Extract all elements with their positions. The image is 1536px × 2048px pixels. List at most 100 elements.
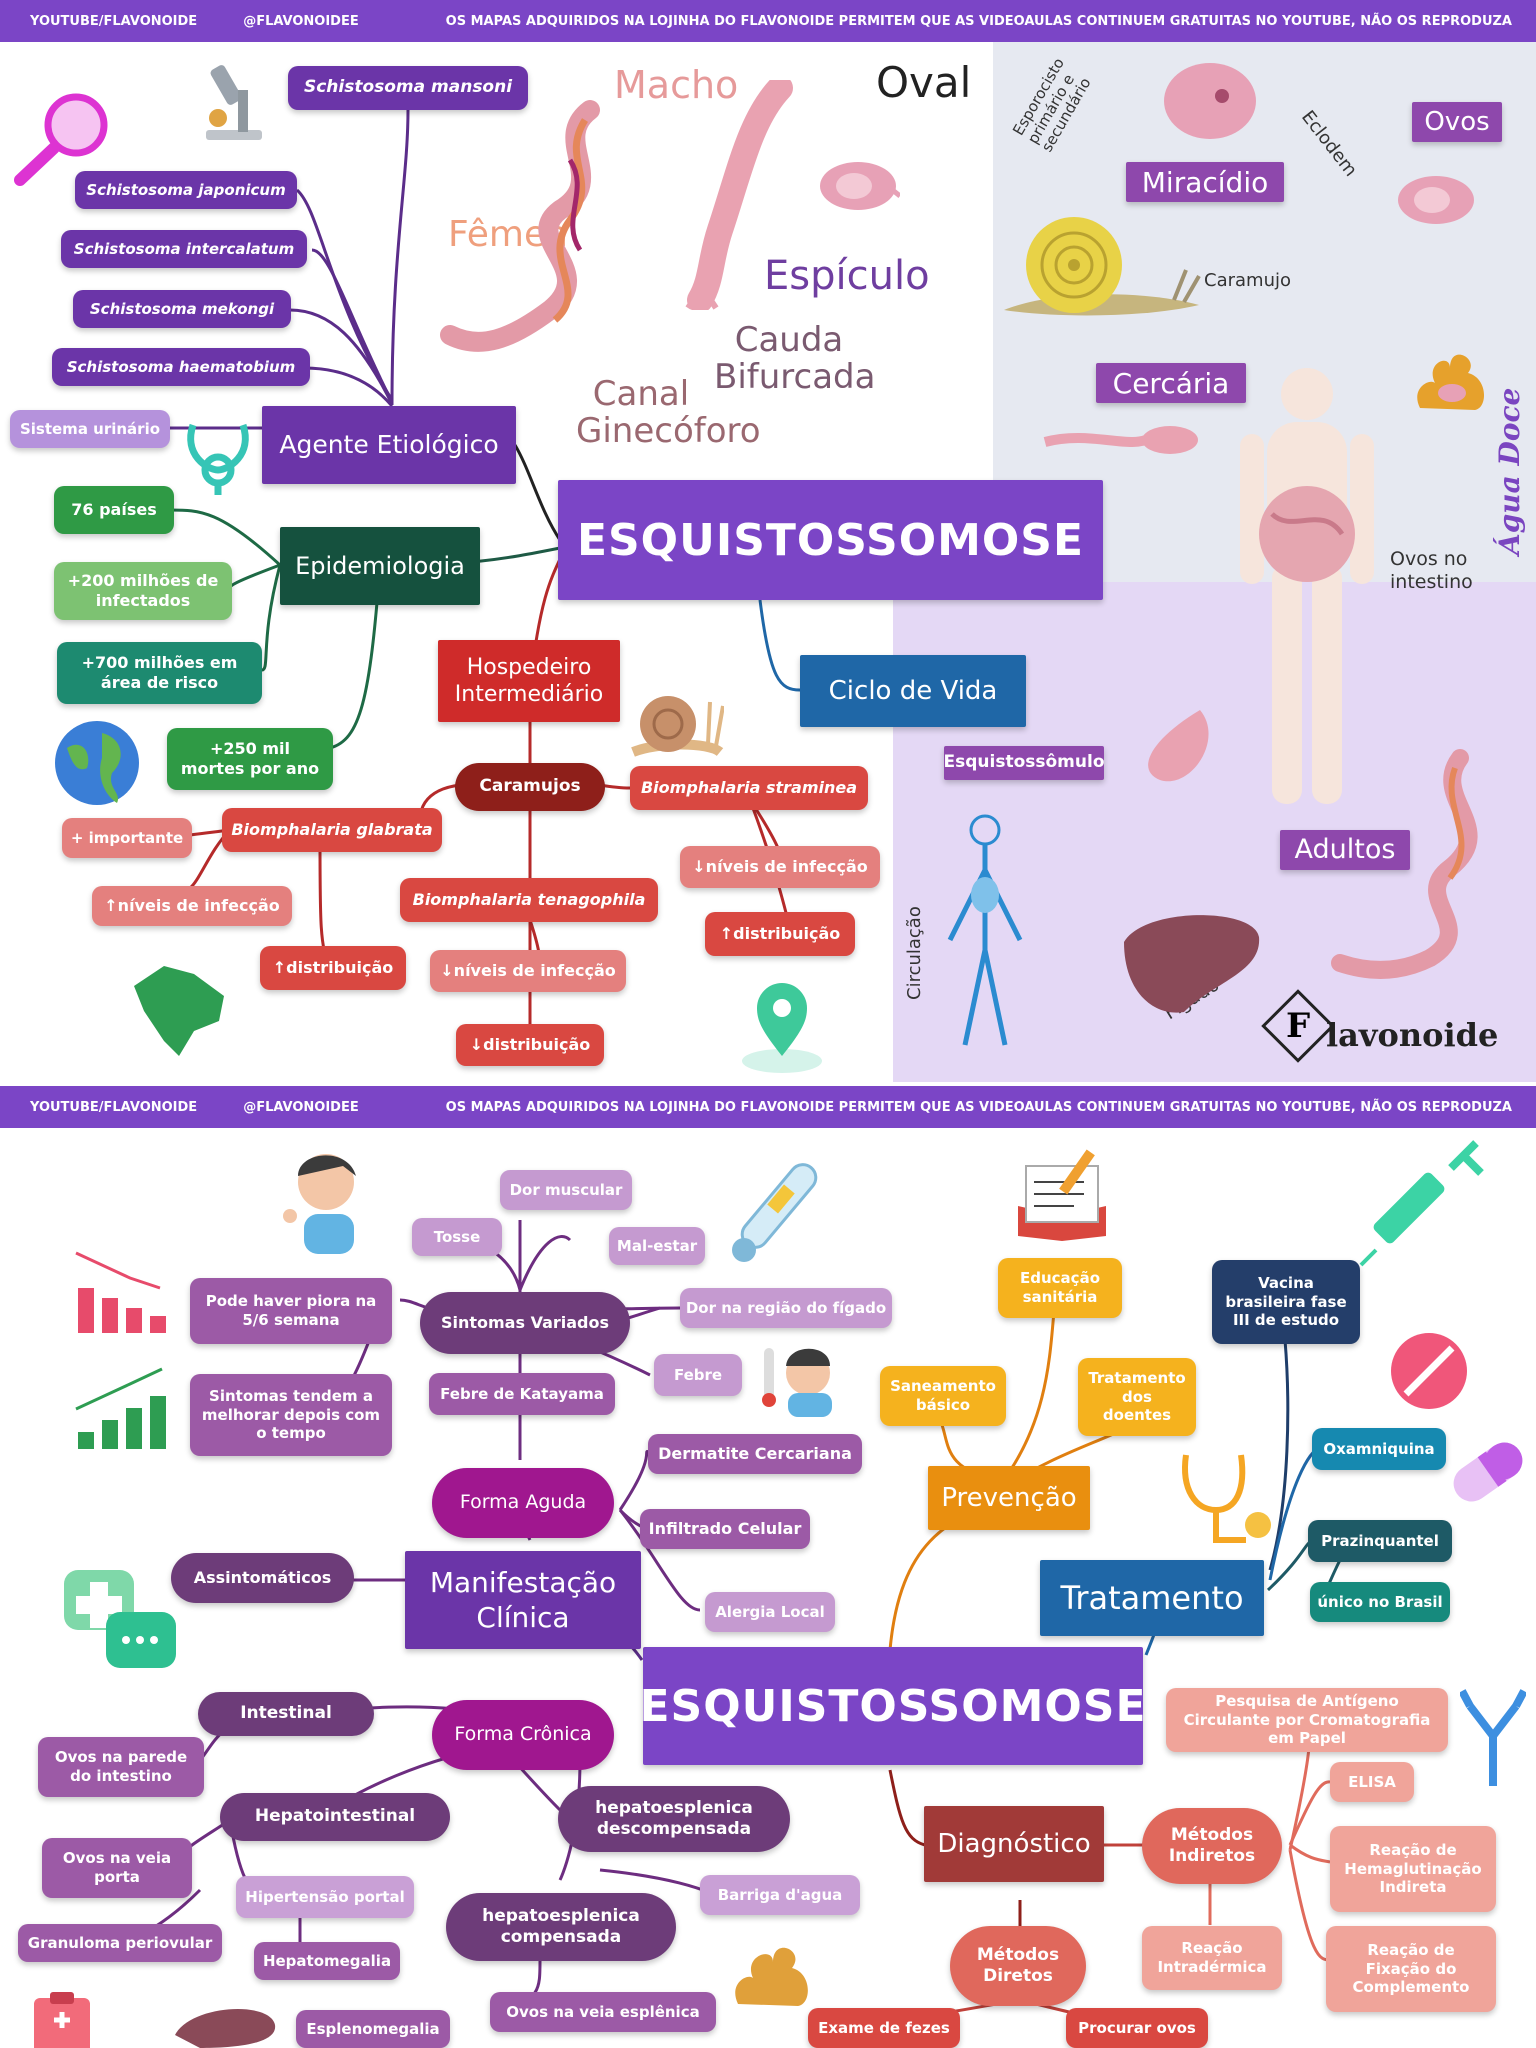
spicule-label: Espículo: [764, 253, 930, 299]
egg-shape-label: Oval: [876, 58, 972, 107]
map1-title: ESQUISTOSSOMOSE: [558, 480, 1103, 600]
urinary-system: Sistema urinário: [10, 410, 170, 448]
host-node: Hospedeiro Intermediário: [438, 640, 620, 722]
katayama-fever-node: Febre de Katayama: [429, 1373, 615, 1415]
microscope-icon: [206, 65, 262, 140]
treat-patients-node: Tratamento dos doentes: [1078, 1358, 1196, 1436]
complement-fixation-node: Reação de Fixação do Complemento: [1326, 1926, 1496, 2012]
urinary-system-icon: [187, 423, 249, 495]
asymptomatic-node: Assintomáticos: [171, 1553, 354, 1603]
schistosomulum-icon: [1148, 710, 1209, 782]
portal-hypertension-node: Hipertensão portal: [236, 1876, 414, 1918]
worsening-node: Pode haver piora na 5/6 semana: [190, 1278, 392, 1344]
species-japonicum: Schistosoma japonicum: [75, 171, 297, 209]
species-haematobium: Schistosoma haematobium: [52, 348, 310, 386]
human-body-icon: [1240, 368, 1374, 804]
stethoscope-icon: [1182, 1454, 1271, 1543]
decompensated-node: hepatoesplenica descompensada: [558, 1786, 790, 1852]
egg-cycle-icon: [1398, 176, 1474, 224]
liver-small-icon: [175, 2008, 276, 2048]
chart-up-icon: [75, 1367, 166, 1449]
improving-node: Sintomas tendem a melhorar depois com o …: [190, 1374, 392, 1456]
schistosomulum-stage-label: Esquistossômulo: [944, 746, 1105, 780]
glabrata-levels-up: ↑níveis de infecção: [92, 886, 292, 926]
treatment-node: Tratamento: [1040, 1560, 1264, 1636]
egg-icon: [820, 162, 900, 210]
cercarial-dermatitis-node: Dermatite Cercariana: [648, 1434, 862, 1474]
syringe-icon: [1359, 1140, 1484, 1267]
search-eggs-node: Procurar ovos: [1066, 2008, 1208, 2048]
prevention-node: Prevenção: [928, 1466, 1090, 1530]
adult-worms-icon: [1331, 749, 1478, 979]
life-cycle-node: Ciclo de Vida: [800, 655, 1026, 727]
brazil-map-icon: [134, 966, 224, 1056]
malaise-node: Mal-estar: [609, 1227, 705, 1265]
chart-down-icon: [75, 1251, 166, 1333]
eggs-intestine-wall-node: Ovos na parede do intestino: [38, 1737, 204, 1797]
praziquantel-node: Prazinquantel: [1308, 1520, 1452, 1562]
miracidium-icon: [1164, 63, 1256, 139]
male-label: Macho: [614, 63, 739, 107]
magnifier-icon: [14, 93, 108, 186]
intradermal-node: Reação Intradérmica: [1142, 1926, 1282, 1990]
eggs-intestine-label: Ovos no intestino: [1390, 548, 1473, 593]
diagnosis-node: Diagnóstico: [924, 1806, 1104, 1882]
eggs-splenic-vein-node: Ovos na veia esplênica: [490, 1992, 716, 2032]
splenomegaly-node: Esplenomegalia: [296, 2010, 450, 2048]
compensated-node: hepatoesplenica compensada: [446, 1893, 676, 1961]
hepatomegaly-node: Hepatomegalia: [254, 1942, 400, 1980]
eggs-stage-label: Ovos: [1412, 102, 1502, 142]
clipboard-icon: [34, 1992, 90, 2048]
antigen-test-node: Pesquisa de Antígeno Circulante por Crom…: [1166, 1688, 1448, 1752]
hemagglutination-node: Reação de Hemaglutinação Indireta: [1330, 1826, 1496, 1912]
agent-node: Agente Etiológico: [262, 406, 516, 484]
globe-icon: [55, 721, 139, 805]
eggs-portal-vein-node: Ovos na veia porta: [42, 1838, 192, 1898]
granuloma-node: Granuloma periovular: [18, 1924, 222, 1962]
indirect-methods-node: Métodos Indiretos: [1142, 1808, 1282, 1884]
stool-icon: [1417, 354, 1485, 410]
basic-sanitation-node: Saneamento básico: [880, 1366, 1006, 1426]
cercaria-icon: [1043, 426, 1198, 454]
glabrata-distribution-up: ↑distribuição: [260, 946, 406, 990]
tenagophila-levels-down: ↓níveis de infecção: [430, 950, 626, 992]
tenagophila-distribution-down: ↓distribuição: [456, 1024, 604, 1066]
epi-risk-area: +700 milhões em área de risco: [57, 642, 262, 704]
varied-symptoms-node: Sintomas Variados: [420, 1292, 630, 1354]
cell-infiltrate-node: Infiltrado Celular: [640, 1509, 810, 1549]
brand-name: lavonoide: [1326, 1016, 1499, 1054]
epidemiology-node: Epidemiologia: [280, 527, 480, 605]
cough-person-icon: [283, 1154, 356, 1254]
stool-exam-node: Exame de fezes: [808, 2008, 960, 2048]
epi-infected: +200 milhões de infectados: [54, 562, 232, 620]
thermometer-icon: [732, 1163, 818, 1262]
adults-stage-label: Adultos: [1280, 830, 1410, 870]
cough-node: Tosse: [412, 1218, 502, 1256]
snails-node: Caramujos: [455, 763, 605, 811]
pill-icon: [1391, 1333, 1467, 1409]
direct-methods-node: Métodos Diretos: [950, 1926, 1086, 2006]
map2-title: ESQUISTOSSOMOSE: [639, 1647, 1146, 1765]
muscle-pain-node: Dor muscular: [500, 1170, 632, 1210]
location-pin-icon: [742, 983, 822, 1073]
acute-form-node: Forma Aguda: [432, 1468, 614, 1538]
brand-mark-letter: F: [1285, 1005, 1311, 1046]
antibody-icon: [1460, 1689, 1526, 1786]
channel-label: YOUTUBE/FLAVONOIDE: [30, 13, 198, 29]
circulatory-system-icon: [947, 814, 1023, 1046]
straminea-levels-down: ↓níveis de infecção: [680, 846, 880, 888]
canal-label: Canal Ginecóforo: [576, 374, 761, 452]
notice-label: OS MAPAS ADQUIRIDOS NA LOJINHA DO FLAVON…: [445, 13, 1512, 29]
clinical-manifestation-node: Manifestação Clínica: [405, 1551, 641, 1649]
channel-label: YOUTUBE/FLAVONOIDE: [30, 1099, 198, 1115]
epi-countries: 76 países: [54, 486, 174, 534]
straminea-node: Biomphalaria straminea: [630, 766, 868, 810]
glabrata-node: Biomphalaria glabrata: [222, 808, 442, 852]
top-banner: YOUTUBE/FLAVONOIDE@FLAVONOIDEE OS MAPAS …: [0, 0, 1536, 42]
local-allergy-node: Alergia Local: [705, 1592, 835, 1632]
worm-couple-icon: [440, 100, 600, 352]
snail-host-icon: [631, 696, 724, 757]
middle-banner: YOUTUBE/FLAVONOIDE@FLAVONOIDEE OS MAPAS …: [0, 1086, 1536, 1128]
more-important: + importante: [62, 818, 192, 858]
